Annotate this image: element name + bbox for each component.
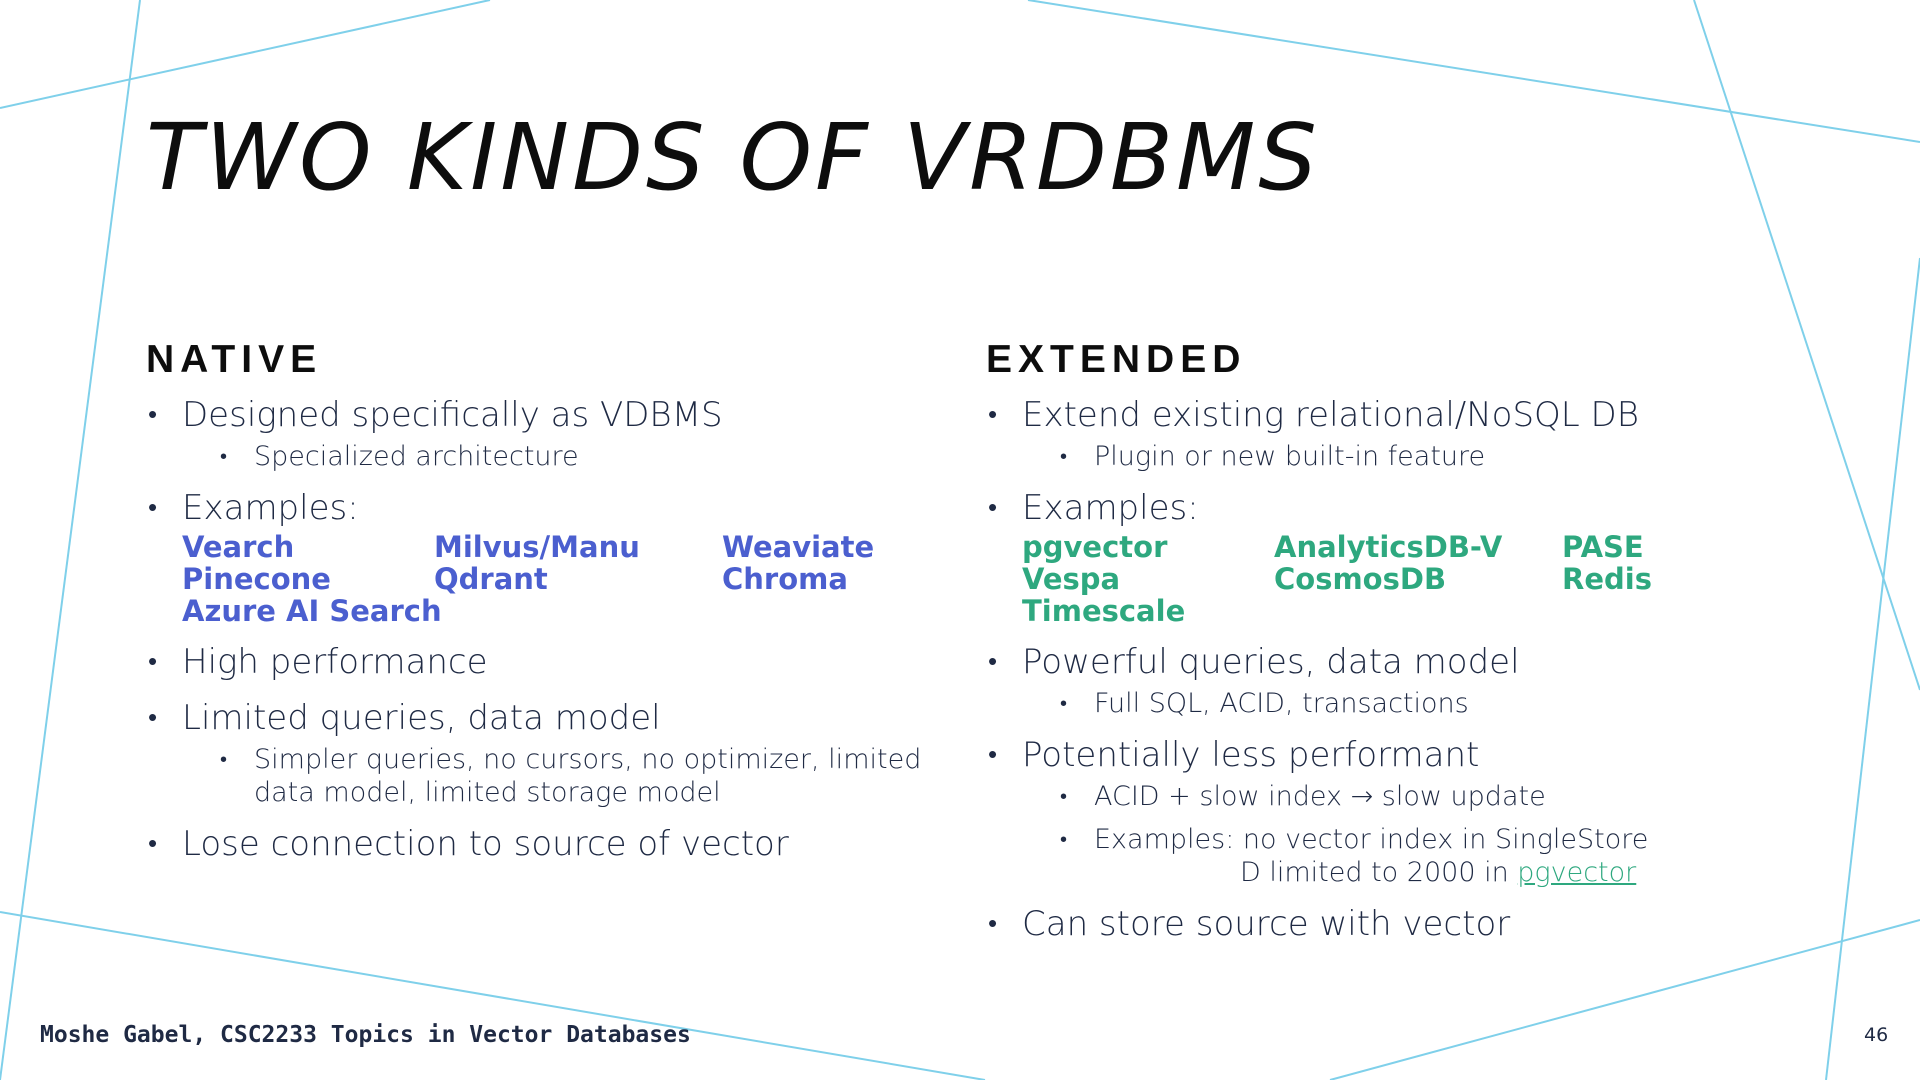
bullet-dot-icon: • (988, 647, 998, 677)
example-item: Chroma (722, 562, 848, 596)
designed-text: Designed specifically as VDBMS (182, 395, 723, 435)
bullet-lose: • Lose connection to source of vector (146, 823, 946, 865)
plugin-text: Plugin or new built-in feature (1094, 441, 1486, 472)
slide-title: TWO KINDS OF VRDBMS (146, 104, 1320, 211)
native-bullets: • Designed specifically as VDBMS • Special… (146, 394, 946, 865)
bullet-dot-icon: • (148, 647, 158, 677)
sub-bullet: • Simpler queries, no cursors, no optimiz… (182, 743, 934, 809)
bullet-dot-icon: • (220, 444, 228, 468)
pgvector-link[interactable]: pgvector (1517, 857, 1637, 888)
bullet-less: • Potentially less performant • ACID + slo… (986, 734, 1786, 889)
sub-bullet: • Full SQL, ACID, transactions (1022, 687, 1786, 720)
example-item: Timescale (1022, 594, 1186, 628)
bullet-limited: • Limited queries, data model • Simpler qu… (146, 697, 946, 809)
bullet-examples: • Examples: pgvector AnalyticsDB-V PASE V… (986, 487, 1786, 627)
limited-2000-text: D limited to 2000 in (1240, 857, 1518, 888)
example-item: Pinecone (182, 562, 331, 596)
examples-label: Examples: (182, 488, 359, 528)
powerful-text: Powerful queries, data model (1022, 642, 1520, 682)
page-number: 46 (1864, 1024, 1889, 1046)
bullet-dot-icon: • (148, 493, 158, 523)
bullet-dot-icon: • (1060, 784, 1068, 808)
bullet-dot-icon: • (148, 400, 158, 430)
bullet-examples: • Examples: Vearch Milvus/Manu Weaviate P… (146, 487, 946, 627)
example-item: pgvector (1022, 530, 1168, 564)
singlestore-text: Examples: no vector index in SingleStore (1094, 824, 1649, 855)
footer-credit: Moshe Gabel, CSC2233 Topics in Vector Da… (40, 1022, 691, 1048)
example-item: Qdrant (434, 562, 548, 596)
bullet-dot-icon: • (1060, 827, 1068, 851)
example-item: Azure AI Search (182, 594, 442, 628)
performance-text: High performance (182, 642, 488, 682)
sub-bullet: • Examples: no vector index in SingleStor… (1022, 823, 1786, 889)
bullet-powerful: • Powerful queries, data model • Full SQL,… (986, 641, 1786, 720)
native-heading: NATIVE (146, 338, 323, 381)
sub-bullet: • Specialized architecture (182, 440, 946, 473)
bullet-extend: • Extend existing relational/NoSQL DB • Pl… (986, 394, 1786, 473)
native-column: NATIVE • Designed specifically as VDBMS •… (146, 338, 946, 879)
architecture-text: Specialized architecture (254, 441, 579, 472)
bullet-dot-icon: • (148, 829, 158, 859)
example-item: AnalyticsDB-V (1274, 530, 1503, 564)
example-item: Milvus/Manu (434, 530, 640, 564)
bullet-dot-icon: • (1060, 444, 1068, 468)
extended-examples: pgvector AnalyticsDB-V PASE Vespa Cosmos… (1022, 531, 1786, 627)
example-item: CosmosDB (1274, 562, 1447, 596)
extended-bullets: • Extend existing relational/NoSQL DB • Pl… (986, 394, 1786, 945)
example-item: Vearch (182, 530, 295, 564)
example-item: Weaviate (722, 530, 875, 564)
examples-label: Examples: (1022, 488, 1199, 528)
bullet-designed: • Designed specifically as VDBMS • Special… (146, 394, 946, 473)
example-item: Redis (1562, 562, 1652, 596)
bullet-dot-icon: • (988, 740, 998, 770)
bullet-dot-icon: • (1060, 691, 1068, 715)
sql-text: Full SQL, ACID, transactions (1094, 688, 1469, 719)
extended-column: EXTENDED • Extend existing relational/NoS… (986, 338, 1786, 959)
extended-heading: EXTENDED (986, 338, 1247, 381)
bullet-performance: • High performance (146, 641, 946, 683)
bullet-dot-icon: • (148, 703, 158, 733)
bullet-dot-icon: • (988, 493, 998, 523)
sub-bullet: • Plugin or new built-in feature (1022, 440, 1786, 473)
example-item: Vespa (1022, 562, 1121, 596)
acid-text: ACID + slow index → slow update (1094, 781, 1546, 812)
extend-text: Extend existing relational/NoSQL DB (1022, 395, 1639, 435)
bullet-dot-icon: • (988, 909, 998, 939)
less-text: Potentially less performant (1022, 735, 1480, 775)
limited-sub-text: Simpler queries, no cursors, no optimize… (254, 744, 922, 808)
limited-text: Limited queries, data model (182, 698, 661, 738)
native-examples: Vearch Milvus/Manu Weaviate Pinecone Qdr… (182, 531, 946, 627)
bullet-dot-icon: • (988, 400, 998, 430)
example-item: PASE (1562, 530, 1644, 564)
bullet-dot-icon: • (220, 747, 228, 771)
bullet-store: • Can store source with vector (986, 903, 1786, 945)
store-text: Can store source with vector (1022, 904, 1511, 944)
lose-text: Lose connection to source of vector (182, 824, 789, 864)
sub-bullet: • ACID + slow index → slow update (1022, 780, 1786, 813)
